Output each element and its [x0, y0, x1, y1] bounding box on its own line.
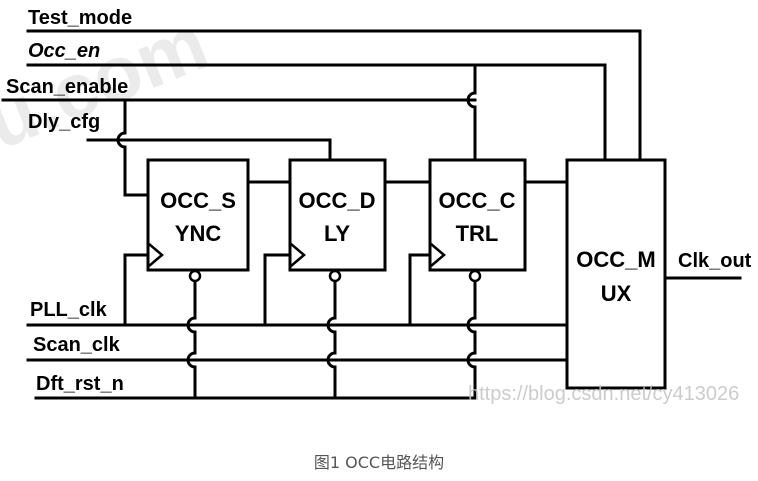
wire-test-mode: [26, 29, 642, 162]
block-occ-ctrl-box: [428, 158, 527, 272]
label-scan-enable: Scan_enable: [6, 76, 128, 98]
clock-triangle-icon: [290, 243, 306, 267]
reset-bubble-icon: [468, 269, 482, 283]
wire-occ-en: [26, 63, 607, 162]
label-pll-clk: PLL_clk: [30, 299, 108, 321]
label-dft-rst-n: Dft_rst_n: [36, 373, 124, 395]
block-occ-ctrl-label-line1: OCC_C: [438, 188, 515, 213]
block-occ-mux-box: [565, 158, 667, 390]
label-occ-en: Occ_en: [28, 40, 100, 62]
wire-clk-dly: [263, 253, 292, 327]
wire-clk-ctrl: [408, 253, 432, 327]
block-occ-dly-label-line2: LY: [324, 221, 350, 246]
label-clk-out: Clk_out: [678, 250, 752, 272]
block-occ-mux-label-line2: UX: [601, 281, 632, 306]
block-occ-sync-box: [146, 158, 250, 272]
label-dly-cfg: Dly_cfg: [28, 111, 100, 133]
clock-triangle-icon: [148, 243, 164, 267]
site-watermark: https://blog.csdn.net/cy413026: [468, 383, 739, 405]
wire-rst-sync: [186, 279, 197, 400]
label-scan-clk: Scan_clk: [33, 334, 121, 356]
block-occ-mux-label-line1: OCC_M: [576, 247, 655, 272]
wire-dly-cfg: [86, 138, 332, 162]
block-occ-dly-box: [288, 158, 387, 272]
label-test-mode: Test_mode: [28, 7, 132, 29]
block-occ-mux: OCC_M UX: [565, 158, 667, 390]
block-occ-dly: OCC_D LY: [288, 158, 387, 283]
block-occ-ctrl: OCC_C TRL: [428, 158, 527, 283]
figure-caption: 图1 OCC电路结构: [314, 453, 444, 472]
clock-triangle-icon: [430, 243, 446, 267]
wire-rst-dly: [326, 279, 337, 400]
block-occ-sync-label-line2: YNC: [175, 221, 222, 246]
wire-rst-ctrl: [466, 279, 477, 400]
block-occ-sync-label-line1: OCC_S: [160, 188, 236, 213]
block-occ-sync: OCC_S YNC: [146, 158, 250, 283]
block-occ-dly-label-line1: OCC_D: [298, 188, 375, 213]
wire-clk-sync: [123, 253, 150, 327]
block-occ-ctrl-label-line2: TRL: [456, 221, 499, 246]
reset-bubble-icon: [188, 269, 202, 283]
reset-bubble-icon: [328, 269, 342, 283]
